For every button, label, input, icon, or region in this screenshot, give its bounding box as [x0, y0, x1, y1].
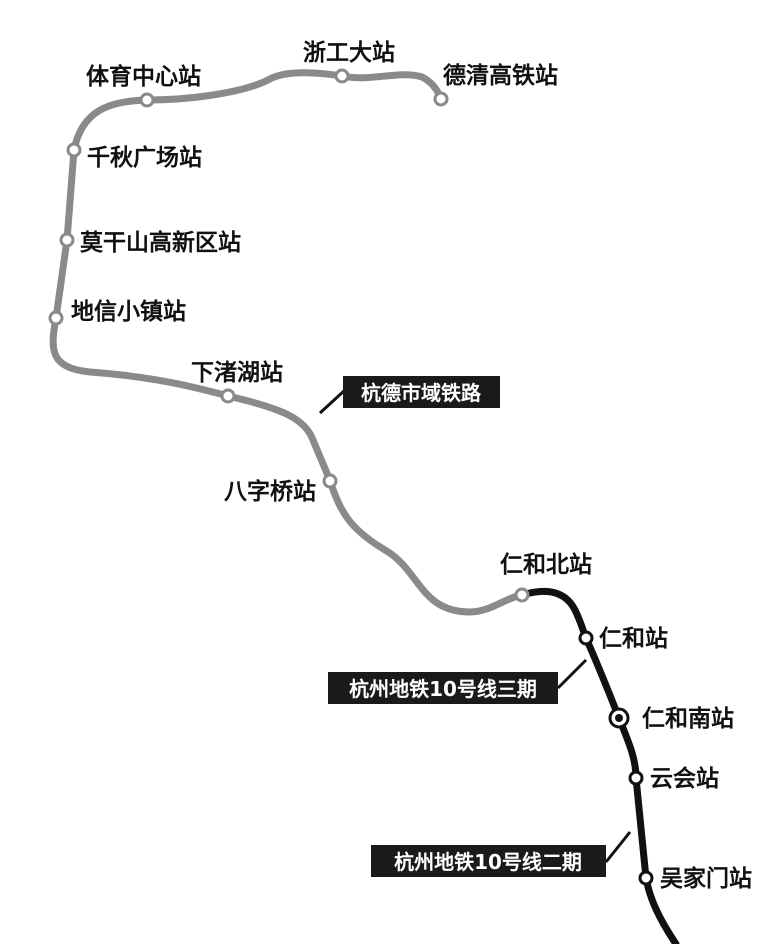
station-label: 浙工大站 — [303, 40, 395, 66]
hangde-line-label-text: 杭德市域铁路 — [361, 381, 482, 405]
line10-phase2-label: 杭州地铁10号线二期 — [371, 845, 606, 877]
station-label: 下渚湖站 — [191, 360, 283, 386]
station-baziqiao[interactable]: 八字桥站 — [224, 473, 338, 505]
station-marker — [334, 68, 350, 84]
station-tiyu-zhongxin[interactable]: 体育中心站 — [86, 63, 201, 108]
hangde-line-label: 杭德市域铁路 — [343, 376, 500, 408]
station-deqing-gaotie[interactable]: 德清高铁站 — [433, 62, 558, 107]
station-moganshan-gaoxinqu[interactable]: 莫干山高新区站 — [59, 229, 241, 256]
line10-phase3-label-text: 杭州地铁10号线三期 — [349, 677, 537, 701]
station-marker — [220, 388, 236, 404]
station-label: 德清高铁站 — [443, 62, 558, 89]
station-marker — [628, 770, 644, 786]
line10-phase3-label-box — [328, 672, 558, 704]
station-label: 地信小镇站 — [71, 298, 186, 325]
station-label: 吴家门站 — [660, 865, 752, 892]
station-label: 云会站 — [650, 765, 719, 792]
line10-phase3-callout-leader — [556, 658, 588, 690]
station-renhe-nan[interactable]: 仁和南站 — [608, 705, 734, 732]
line10-phase3-label: 杭州地铁10号线三期 — [328, 672, 558, 704]
station-yunhui[interactable]: 云会站 — [628, 765, 719, 792]
station-label: 八字桥站 — [224, 478, 316, 505]
station-marker — [59, 232, 75, 248]
station-marker — [638, 870, 654, 886]
line10-phase2-label-text: 杭州地铁10号线二期 — [394, 850, 582, 874]
station-label: 体育中心站 — [86, 63, 201, 90]
station-label: 千秋广场站 — [87, 144, 202, 171]
station-wujiamen[interactable]: 吴家门站 — [638, 865, 752, 892]
station-marker — [433, 91, 449, 107]
line10-phase2-label-box — [371, 845, 606, 877]
station-label: 仁和站 — [599, 625, 668, 652]
line10-phase2-callout-leader — [604, 831, 632, 863]
station-label: 莫干山高新区站 — [80, 229, 241, 256]
station-dixin-xiaozhen[interactable]: 地信小镇站 — [48, 298, 186, 326]
station-marker — [578, 630, 594, 646]
station-qianqiu-guangchang[interactable]: 千秋广场站 — [66, 142, 202, 171]
station-marker — [139, 92, 155, 108]
station-label: 仁和北站 — [500, 551, 592, 578]
transfer-marker-inner — [615, 714, 623, 722]
station-xiazhuhu[interactable]: 下渚湖站 — [191, 360, 283, 404]
hangde-line-label-box — [343, 376, 500, 408]
station-renhe[interactable]: 仁和站 — [578, 625, 668, 652]
station-zhegongda[interactable]: 浙工大站 — [303, 40, 395, 84]
station-marker — [48, 310, 64, 326]
station-marker — [514, 587, 530, 603]
hangde-line-track — [49, 69, 526, 616]
station-renhe-bei[interactable]: 仁和北站 — [500, 551, 592, 603]
hangde-callout-leader — [318, 388, 347, 415]
station-marker — [322, 473, 338, 489]
station-marker — [66, 142, 82, 158]
station-label: 仁和南站 — [642, 705, 734, 732]
